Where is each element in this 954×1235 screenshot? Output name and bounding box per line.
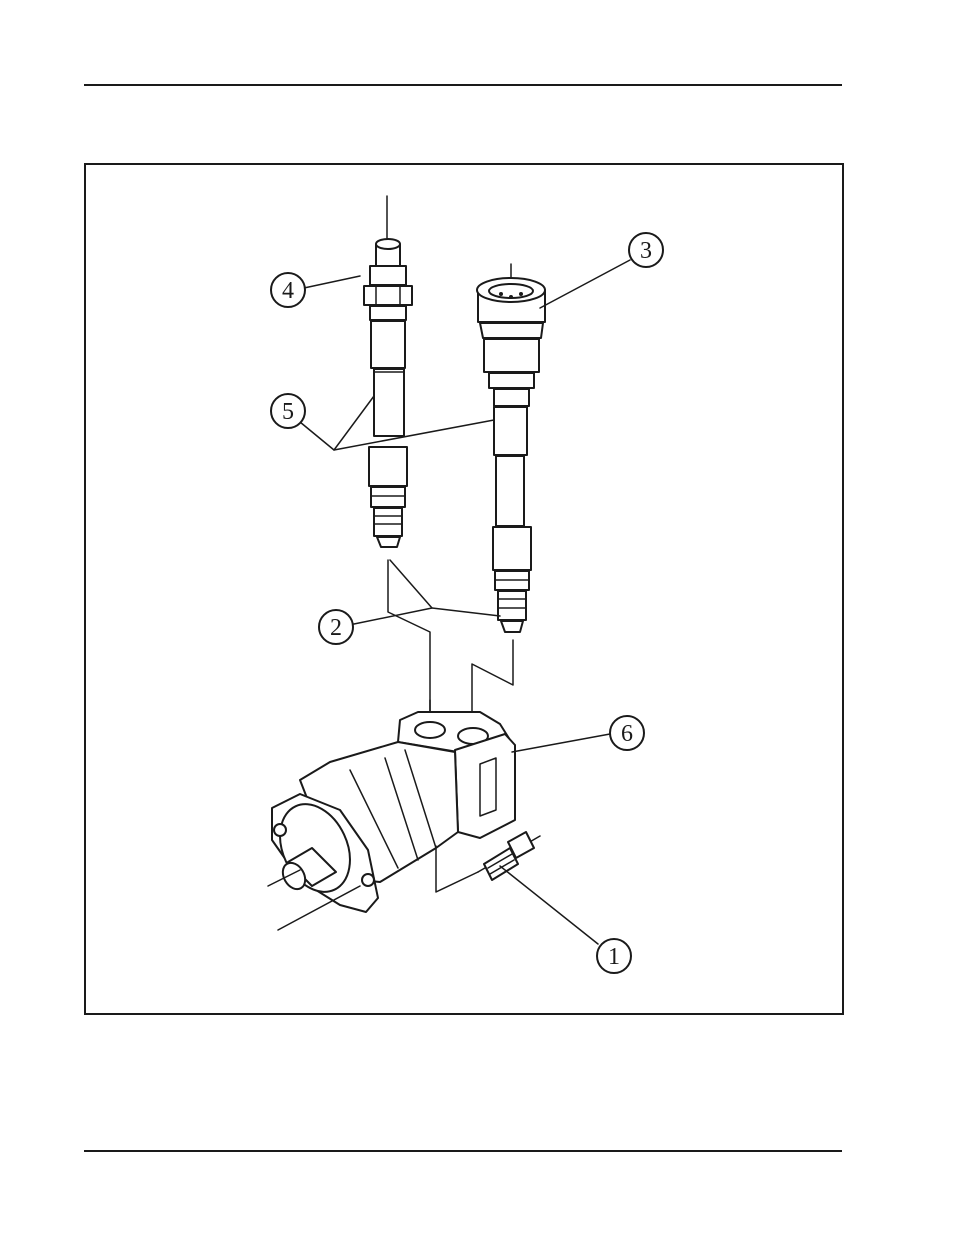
callout-6: 6 xyxy=(610,716,644,750)
callout-3-label: 3 xyxy=(640,238,652,264)
callout-5: 5 xyxy=(271,394,305,428)
callout-2-label: 2 xyxy=(330,615,342,641)
callout-3: 3 xyxy=(629,233,663,267)
callout-4-label: 4 xyxy=(282,278,294,304)
callout-1-label: 1 xyxy=(608,944,620,970)
callout-4: 4 xyxy=(271,273,305,307)
callout-1: 1 xyxy=(597,939,631,973)
right-hose-assembly xyxy=(477,264,545,632)
left-hose-assembly xyxy=(364,196,412,547)
hydraulic-motor xyxy=(267,712,540,930)
callout-5-label: 5 xyxy=(282,399,294,425)
callout-6-label: 6 xyxy=(621,721,633,747)
callout-2: 2 xyxy=(319,610,353,644)
